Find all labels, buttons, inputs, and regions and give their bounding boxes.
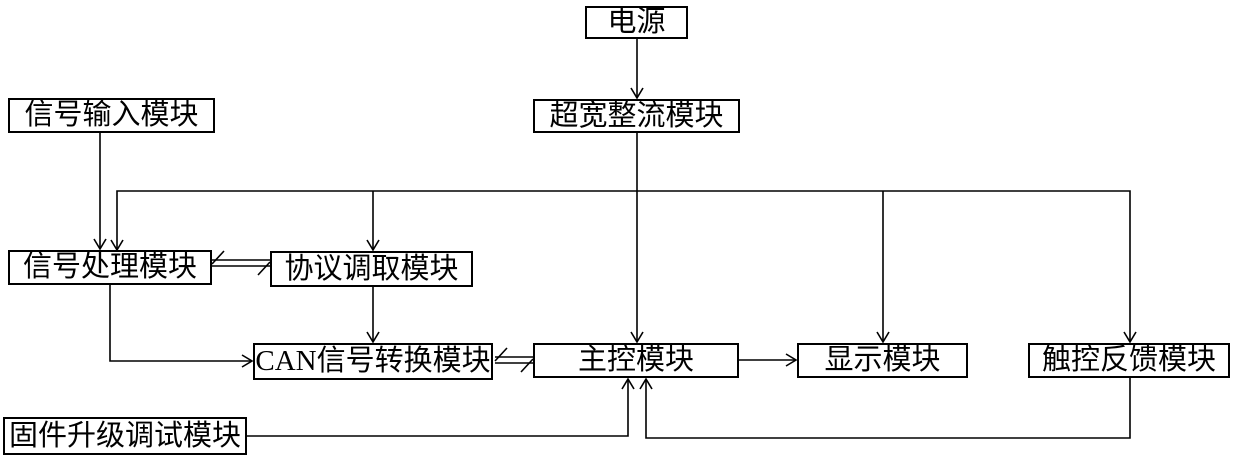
node-signal-input-label: 信号输入模块 — [24, 99, 199, 131]
edge-protocol-to-can — [366, 287, 380, 344]
node-rectifier: 超宽整流模块 — [533, 99, 740, 133]
node-power-label: 电源 — [607, 6, 666, 38]
edge-signal-processing-to-can — [109, 285, 254, 368]
node-can-conversion: CAN信号转换模块 — [253, 343, 493, 380]
node-main-control-label: 主控模块 — [577, 344, 694, 376]
edge-main-control-to-display — [739, 353, 798, 367]
node-firmware-label: 固件升级调试模块 — [8, 419, 241, 452]
edge-can-main-control-double — [494, 347, 534, 373]
node-touch-feedback: 触控反馈模块 — [1028, 343, 1230, 378]
node-touch-feedback-label: 触控反馈模块 — [1041, 344, 1216, 376]
edge-power-to-rectifier — [630, 39, 644, 100]
node-signal-input: 信号输入模块 — [8, 98, 215, 133]
edge-signal-input-to-signal-processing — [93, 133, 107, 251]
node-protocol: 协议调取模块 — [270, 251, 473, 287]
node-main-control: 主控模块 — [533, 343, 739, 378]
node-display: 显示模块 — [797, 343, 968, 378]
node-can-conversion-label: CAN信号转换模块 — [255, 345, 491, 377]
edge-touch-feedback-to-main-control — [639, 377, 1131, 439]
node-firmware: 固件升级调试模块 — [3, 417, 247, 455]
node-signal-processing-label: 信号处理模块 — [22, 251, 197, 283]
edge-rectifier-to-main-control — [630, 133, 644, 344]
node-rectifier-label: 超宽整流模块 — [549, 99, 724, 132]
edge-firmware-to-main-control — [247, 377, 635, 437]
node-signal-processing: 信号处理模块 — [8, 250, 212, 285]
node-protocol-label: 协议调取模块 — [284, 252, 459, 285]
node-display-label: 显示模块 — [824, 344, 941, 376]
node-power: 电源 — [585, 6, 688, 39]
edge-signal-processing-protocol-double — [211, 250, 271, 276]
